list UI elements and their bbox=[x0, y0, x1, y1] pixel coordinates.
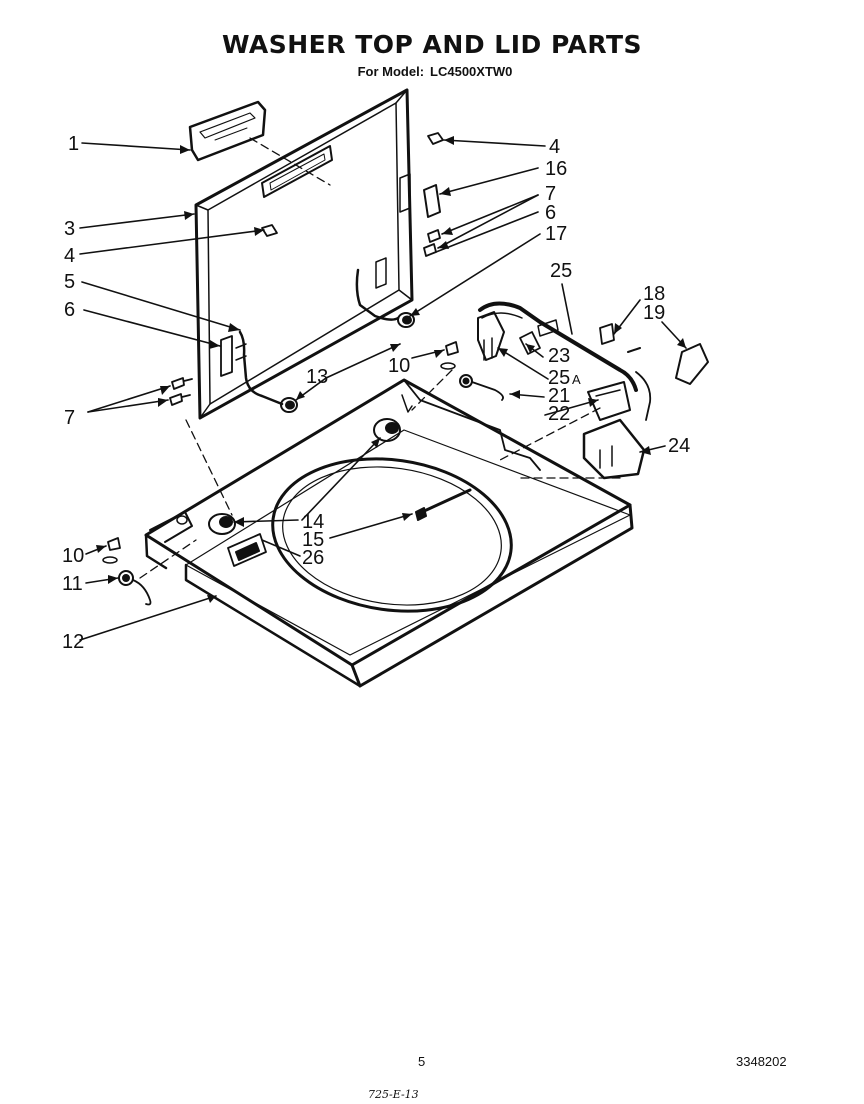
callout-7-right: 7 bbox=[545, 183, 556, 205]
callout-26: 26 bbox=[302, 547, 324, 569]
callout-10-right: 10 bbox=[388, 355, 410, 377]
callout-5: 5 bbox=[64, 271, 75, 293]
callout-24: 24 bbox=[668, 435, 690, 457]
washer-top bbox=[144, 378, 634, 688]
document-number: 3348202 bbox=[736, 1054, 787, 1069]
callout-7-left: 7 bbox=[64, 407, 75, 429]
callout-14: 14 bbox=[302, 511, 324, 533]
callout-leaders bbox=[79, 139, 687, 641]
callout-25-top: 25 bbox=[550, 260, 572, 282]
part-spring-left bbox=[102, 537, 152, 606]
part-lid-switch bbox=[582, 381, 646, 480]
diagram-title: WASHER TOP AND LID PARTS bbox=[221, 30, 643, 59]
callout-3: 3 bbox=[64, 218, 75, 240]
callout-15: 15 bbox=[302, 529, 324, 551]
callout-4-left: 4 bbox=[64, 245, 75, 267]
callout-22: 22 bbox=[548, 403, 570, 425]
part-screw-15 bbox=[415, 488, 472, 521]
callout-10-left: 10 bbox=[62, 545, 84, 567]
part-left-hinge bbox=[220, 330, 298, 413]
part-lid-handle bbox=[188, 100, 267, 162]
model-number: LC4500XTW0 bbox=[430, 64, 513, 79]
part-screws-4 bbox=[261, 132, 444, 237]
callout-23: 23 bbox=[548, 345, 570, 367]
callout-19: 19 bbox=[643, 302, 665, 324]
handwritten-note: 725-E-13 bbox=[368, 1088, 419, 1101]
callout-arrowheads bbox=[96, 136, 686, 603]
callout-numbers: 1 4 16 7 6 3 4 17 5 6 25 18 19 10 13 23 … bbox=[62, 133, 690, 653]
callout-13: 13 bbox=[306, 366, 328, 388]
callout-25a: 25 bbox=[548, 367, 570, 389]
callout-6-right: 6 bbox=[545, 202, 556, 224]
part-bumpers bbox=[208, 418, 401, 535]
callout-12: 12 bbox=[62, 631, 84, 653]
callout-25a-suffix: A bbox=[572, 372, 581, 387]
callout-11: 11 bbox=[62, 573, 83, 595]
part-hinge-screws-left bbox=[169, 377, 193, 406]
model-prefix: For Model: bbox=[357, 64, 425, 79]
part-spring-right bbox=[440, 341, 504, 401]
callout-18: 18 bbox=[643, 283, 665, 305]
part-wire-harness bbox=[477, 301, 652, 421]
callout-17: 17 bbox=[545, 223, 567, 245]
callout-16: 16 bbox=[545, 158, 567, 180]
callout-21: 21 bbox=[548, 385, 570, 407]
callout-1: 1 bbox=[68, 133, 79, 155]
page-number: 5 bbox=[418, 1054, 426, 1069]
lid-frame bbox=[194, 88, 414, 420]
model-line: For Model: LC4500XTW0 bbox=[0, 64, 864, 79]
callout-6-left: 6 bbox=[64, 299, 75, 321]
assembly-lines bbox=[139, 137, 621, 579]
part-clips bbox=[599, 323, 709, 385]
callout-4-top: 4 bbox=[549, 136, 560, 158]
